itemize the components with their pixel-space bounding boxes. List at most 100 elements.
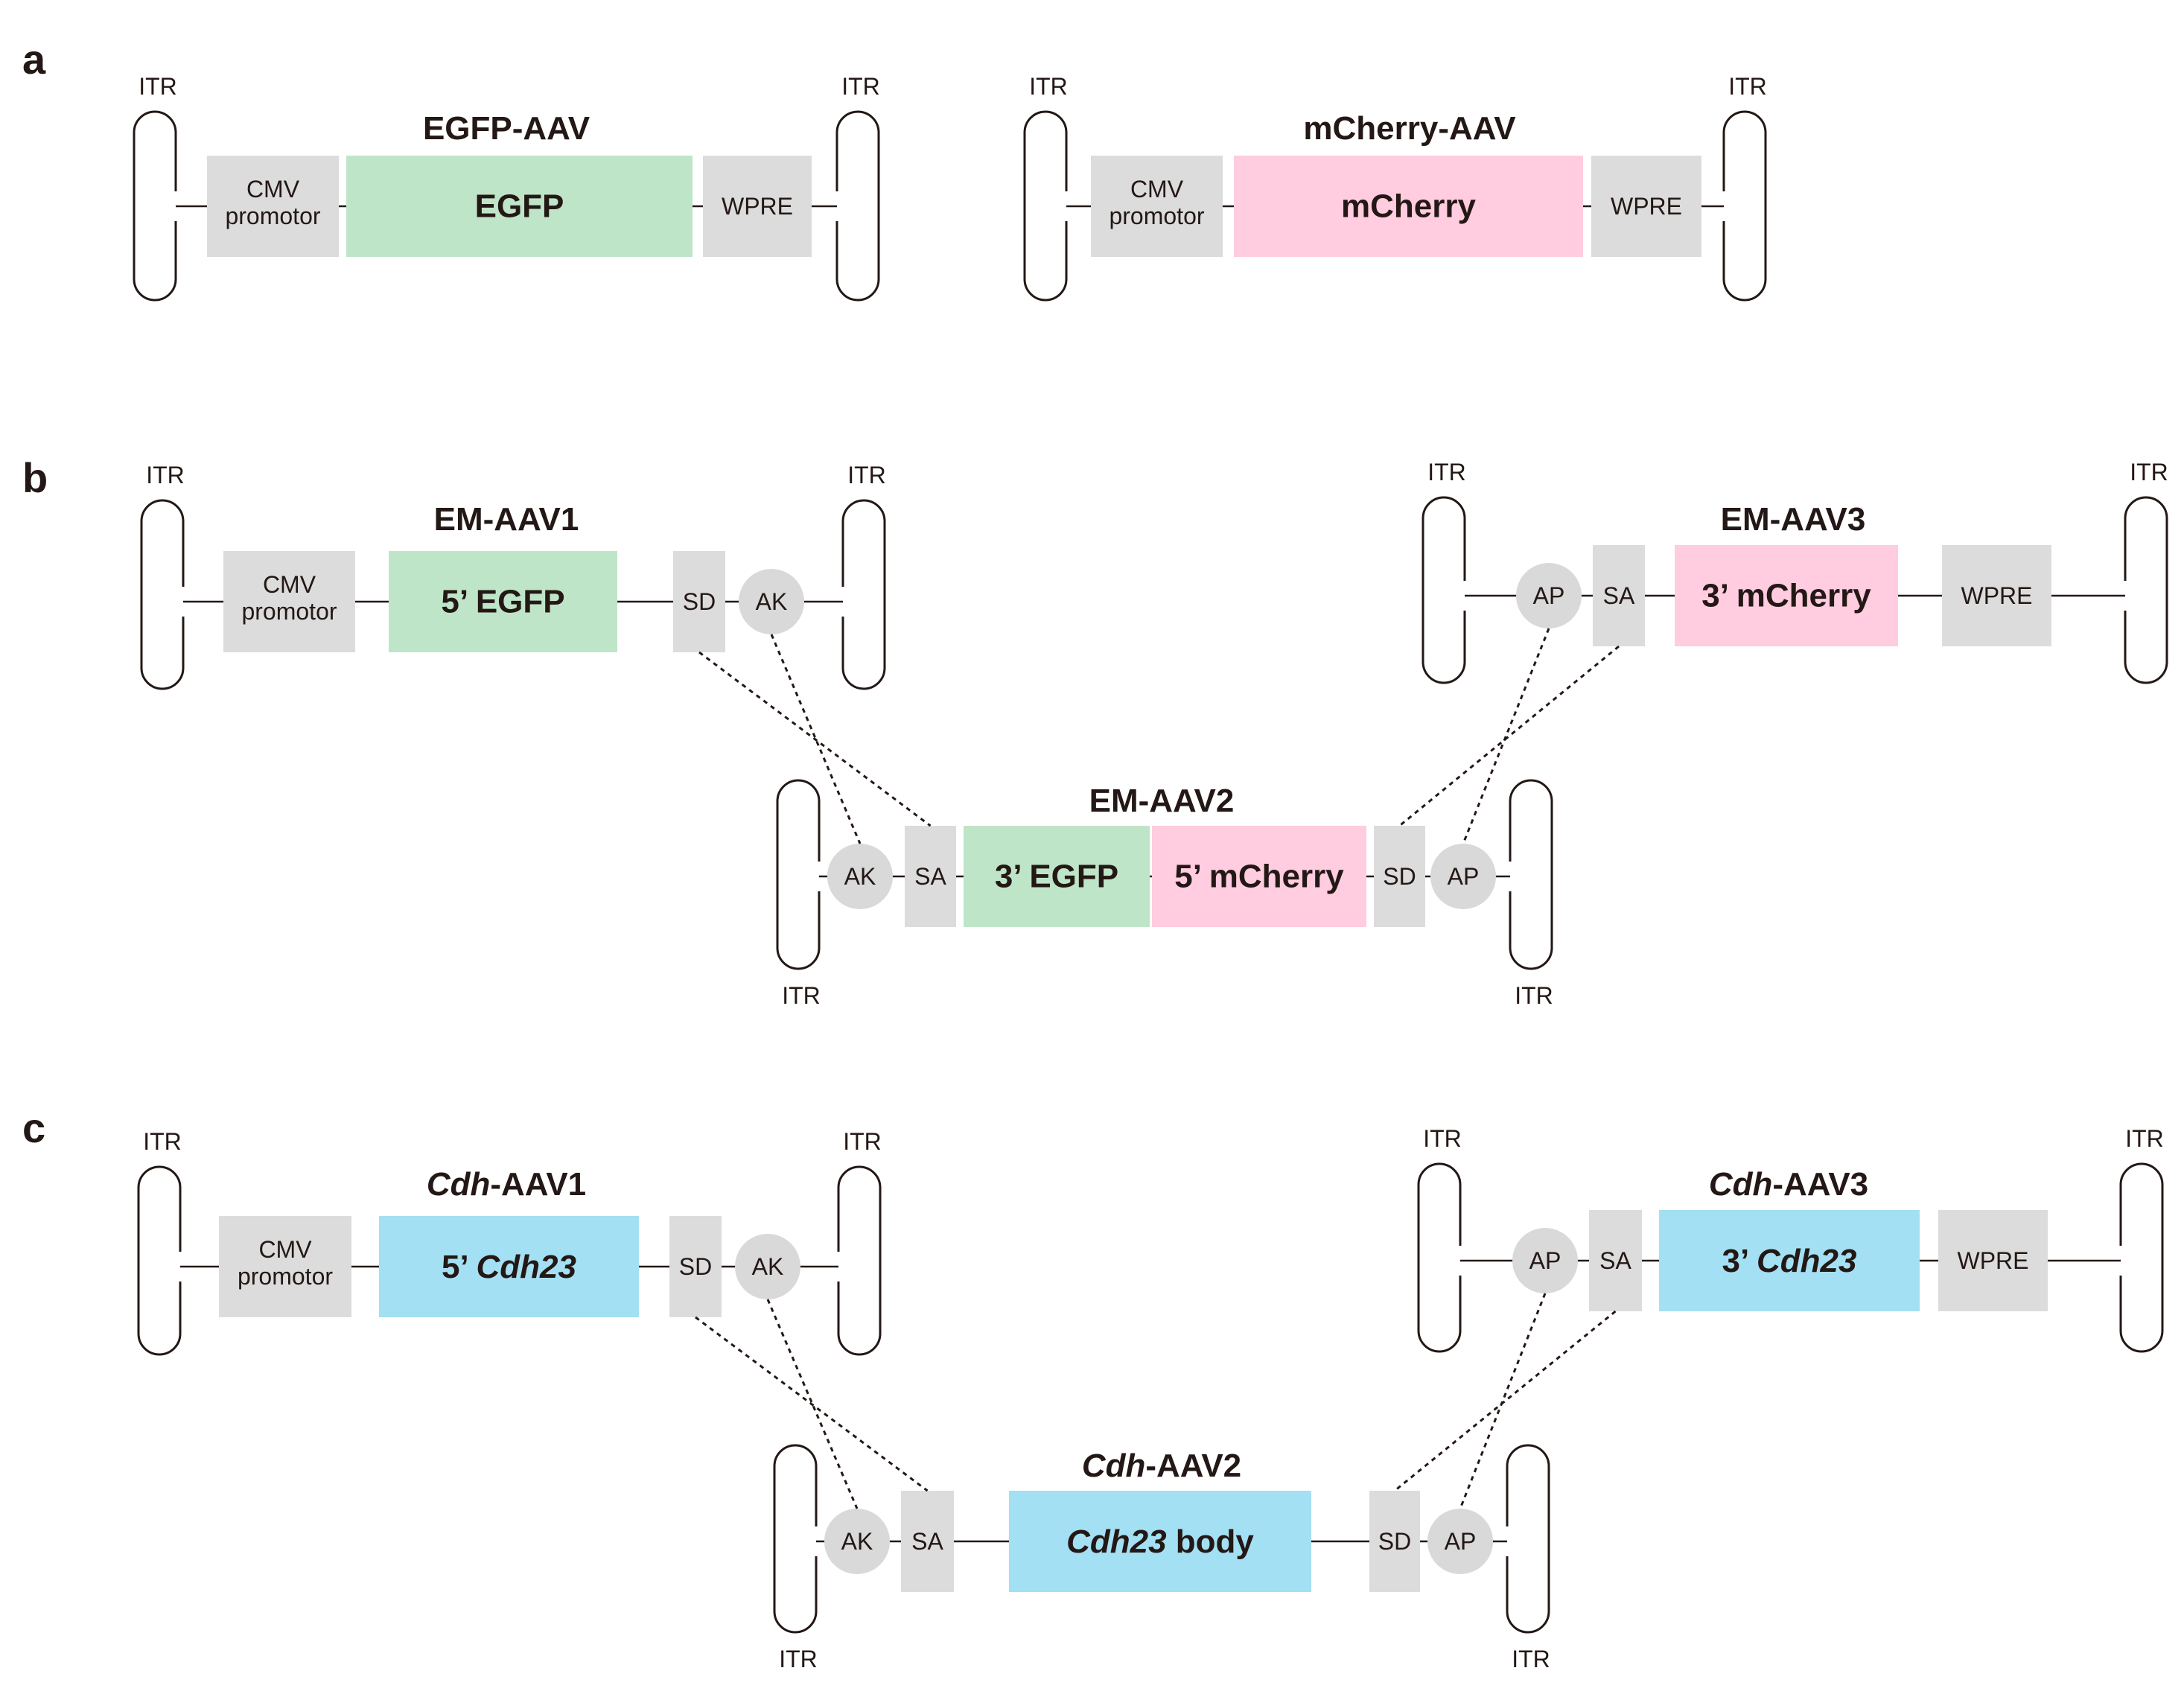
- element-label: 5’ Cdh23: [442, 1249, 576, 1285]
- recombination-link: [1462, 628, 1550, 844]
- itr-hairpin-right: [2124, 496, 2168, 684]
- element-label: 3’ EGFP: [995, 859, 1118, 895]
- element-box: [964, 826, 1150, 927]
- itr-label: ITR: [143, 1128, 182, 1155]
- itr-hairpin-right: [2119, 1162, 2164, 1353]
- itr-hairpin-left: [1421, 496, 1466, 684]
- itr-hairpin-right: [1506, 1444, 1550, 1634]
- element-box: [905, 826, 956, 927]
- element-label: AK: [752, 1253, 784, 1280]
- itr-hairpin-right: [841, 499, 886, 690]
- element-box: [379, 1216, 639, 1317]
- itr-label: ITR: [1515, 982, 1553, 1009]
- element-label: Cdh23 body: [1066, 1524, 1254, 1560]
- construct-title: Cdh-AAV3: [1709, 1166, 1868, 1203]
- recombination-link: [1394, 1310, 1617, 1492]
- itr-label: ITR: [779, 1646, 818, 1672]
- itr-label: ITR: [847, 462, 886, 488]
- itr-label: ITR: [841, 73, 880, 100]
- element-circle: [827, 844, 893, 909]
- element-label: SD: [683, 588, 716, 615]
- construct-title: EM-AAV3: [1721, 501, 1866, 538]
- element-box: [1234, 156, 1583, 257]
- element-label: SA: [914, 863, 946, 890]
- construct-title: mCherry-AAV: [1303, 110, 1516, 147]
- itr-hairpin-right: [837, 1165, 882, 1356]
- recombination-link: [695, 1316, 929, 1492]
- element-label: AP: [1445, 1528, 1477, 1555]
- itr-label: ITR: [139, 73, 177, 100]
- element-circle: [735, 1234, 800, 1299]
- itr-label: ITR: [843, 1128, 882, 1155]
- element-label: SA: [1599, 1247, 1631, 1274]
- element-label: WPRE: [722, 193, 793, 220]
- element-label: mCherry: [1341, 188, 1476, 225]
- construct-title: Cdh-AAV2: [1082, 1448, 1241, 1484]
- itr-hairpin-left: [1417, 1162, 1462, 1353]
- element-box: [1369, 1491, 1420, 1592]
- element-label: AP: [1529, 1247, 1561, 1274]
- element-box: [1091, 156, 1223, 257]
- element-label: AP: [1533, 582, 1565, 609]
- element-box: [1942, 545, 2051, 646]
- element-label: EGFP: [475, 188, 564, 225]
- element-label: AP: [1448, 863, 1480, 890]
- element-box: [346, 156, 693, 257]
- element-box: [703, 156, 812, 257]
- itr-hairpin-right: [1722, 110, 1767, 302]
- itr-hairpin-right: [835, 110, 880, 302]
- construct-title: Cdh-AAV1: [427, 1166, 586, 1203]
- element-box: [219, 1216, 351, 1317]
- itr-hairpin-left: [776, 779, 821, 970]
- recombination-link: [770, 634, 862, 844]
- recombination-link: [698, 651, 932, 827]
- element-box: [1591, 156, 1701, 257]
- element-circle: [1430, 844, 1496, 909]
- itr-label: ITR: [1029, 73, 1068, 100]
- element-label: 3’ mCherry: [1701, 578, 1871, 614]
- element-label: AK: [756, 588, 788, 615]
- panel-label: a: [22, 36, 46, 83]
- recombination-link: [766, 1299, 859, 1509]
- element-circle: [1516, 563, 1582, 628]
- itr-hairpin-left: [137, 1165, 182, 1356]
- element-box: [207, 156, 339, 257]
- itr-label: ITR: [2125, 1125, 2164, 1152]
- itr-hairpin-left: [1023, 110, 1068, 302]
- panel-label: b: [22, 454, 48, 501]
- itr-hairpin-left: [140, 499, 185, 690]
- itr-label: ITR: [146, 462, 185, 488]
- element-box: [673, 551, 725, 652]
- element-label: WPRE: [1611, 193, 1682, 220]
- itr-label: ITR: [2130, 459, 2168, 485]
- element-label: SD: [1378, 1528, 1411, 1555]
- element-circle: [739, 569, 804, 634]
- itr-hairpin-right: [1509, 779, 1553, 970]
- recombination-link: [1398, 645, 1620, 827]
- element-box: [1659, 1210, 1920, 1311]
- element-box: [1589, 1210, 1642, 1311]
- panel-label: c: [22, 1104, 45, 1151]
- element-box: [901, 1491, 954, 1592]
- itr-label: ITR: [782, 982, 821, 1009]
- itr-label: ITR: [1423, 1125, 1462, 1152]
- element-box: [1152, 826, 1366, 927]
- element-label: SA: [1603, 582, 1635, 609]
- element-label: SD: [679, 1253, 712, 1280]
- construct-title: EM-AAV1: [434, 501, 579, 538]
- element-label: SA: [911, 1528, 943, 1555]
- recombination-link: [1459, 1293, 1547, 1509]
- itr-label: ITR: [1427, 459, 1466, 485]
- itr-label: ITR: [1512, 1646, 1550, 1672]
